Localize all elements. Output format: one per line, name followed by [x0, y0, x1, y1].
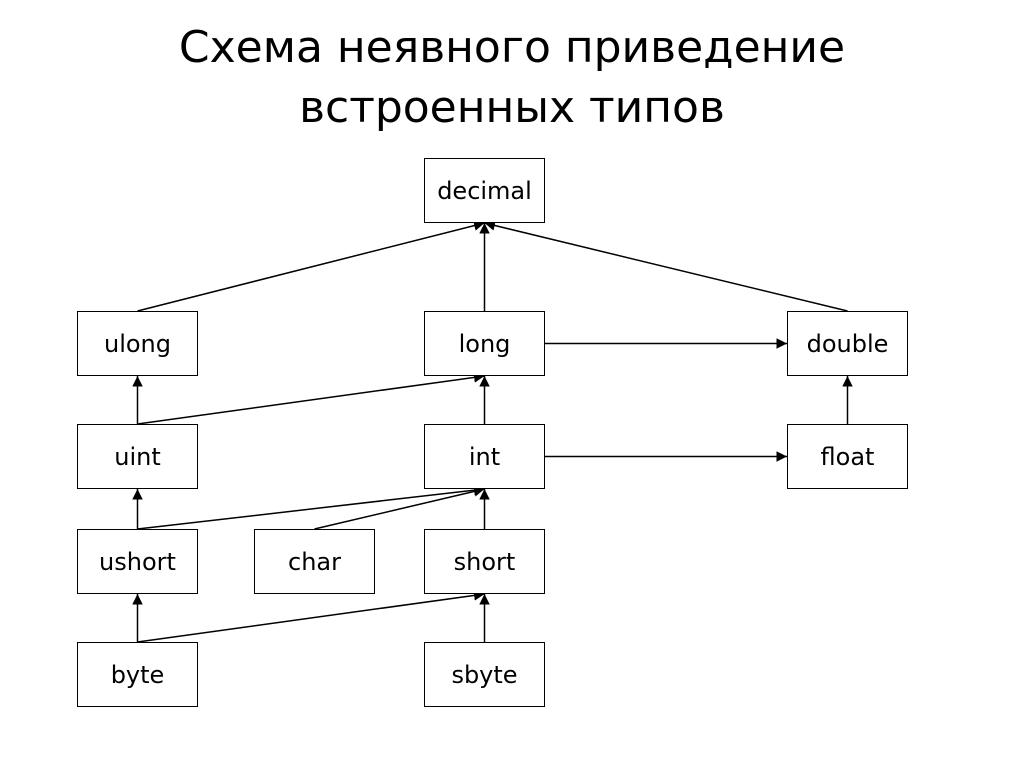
node-double: double: [787, 311, 908, 376]
node-char: char: [254, 529, 375, 594]
node-ulong: ulong: [77, 311, 198, 376]
node-uint: uint: [77, 424, 198, 489]
node-double-label: double: [806, 329, 889, 358]
node-int: int: [424, 424, 545, 489]
node-decimal-label: decimal: [437, 176, 532, 205]
node-decimal: decimal: [424, 158, 545, 223]
title-line-2: встроенных типов: [299, 82, 725, 133]
node-short: short: [424, 529, 545, 594]
node-char-label: char: [288, 547, 341, 576]
edge-double-to-decimal: [484, 220, 848, 312]
node-float: float: [787, 424, 908, 489]
node-ulong-label: ulong: [103, 329, 171, 358]
title-line-1: Схема неявного приведение: [178, 22, 846, 73]
edge-ushort-to-int: [137, 484, 485, 530]
slide-title: Схема неявного приведение встроенных тип…: [0, 18, 1024, 138]
node-byte-label: byte: [110, 660, 165, 689]
node-long: long: [424, 311, 545, 376]
edge-byte-to-short: [137, 590, 485, 643]
edge-char-to-int: [314, 486, 485, 530]
node-ushort: ushort: [77, 529, 198, 594]
edge-ulong-to-decimal: [137, 220, 485, 312]
node-uint-label: uint: [114, 442, 161, 471]
edge-uint-to-long: [137, 372, 485, 425]
node-ushort-label: ushort: [99, 547, 176, 576]
node-int-label: int: [468, 442, 501, 471]
node-sbyte: sbyte: [424, 642, 545, 707]
node-sbyte-label: sbyte: [451, 660, 518, 689]
node-float-label: float: [820, 442, 875, 471]
node-byte: byte: [77, 642, 198, 707]
node-long-label: long: [458, 329, 511, 358]
node-short-label: short: [453, 547, 516, 576]
